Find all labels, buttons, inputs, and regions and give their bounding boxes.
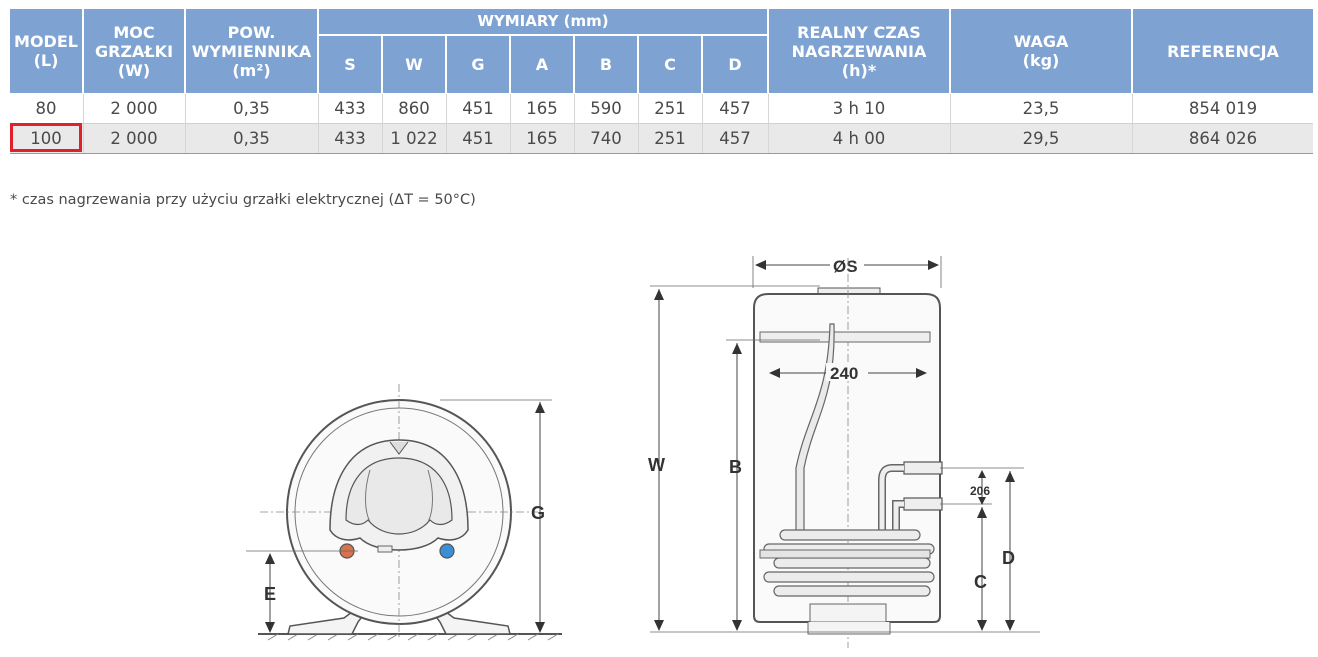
footnote: * czas nagrzewania przy użyciu grzałki e… <box>10 192 476 208</box>
header-dim-g: G <box>447 36 509 93</box>
cell-power: 2 000 <box>110 129 158 148</box>
header-dim-d: D <box>703 36 767 93</box>
header-model: MODEL (L) <box>10 9 82 93</box>
header-dim-a: A <box>511 36 573 93</box>
column-divider <box>382 94 383 153</box>
cell-dims-0: 433 <box>334 99 366 118</box>
cell-exchanger: 0,35 <box>233 129 270 148</box>
cell-reference: 864 026 <box>1188 129 1258 148</box>
column-divider <box>446 94 447 153</box>
column-divider <box>950 94 951 153</box>
column-divider <box>702 94 703 153</box>
cell-dims-2: 451 <box>462 129 494 148</box>
header-dim-s: S <box>319 36 381 93</box>
header-dimensions-group: WYMIARY (mm) <box>319 9 767 34</box>
header-weight: WAGA (kg) <box>951 9 1131 93</box>
label-s: ØS <box>833 257 858 276</box>
cell-dims-1: 860 <box>398 99 430 118</box>
label-240: 240 <box>830 364 858 383</box>
cell-dims-6: 457 <box>719 129 751 148</box>
column-divider <box>638 94 639 153</box>
cell-weight: 29,5 <box>1022 129 1060 148</box>
label-b: B <box>729 457 742 477</box>
label-e: E <box>264 584 276 604</box>
cell-model: 100 <box>30 129 62 148</box>
label-d: D <box>1002 548 1015 568</box>
column-divider <box>768 94 769 153</box>
header-reference: REFERENCJA <box>1133 9 1313 93</box>
header-dim-w: W <box>383 36 445 93</box>
column-divider <box>510 94 511 153</box>
header-exchanger: POW. WYMIENNIKA (m²) <box>186 9 317 93</box>
label-206: 206 <box>970 484 990 498</box>
column-divider <box>318 94 319 153</box>
label-g: G <box>531 503 545 523</box>
front-view-diagram: E G <box>246 384 562 641</box>
header-dim-c: C <box>639 36 701 93</box>
cell-weight: 23,5 <box>1022 99 1060 118</box>
cell-dims-2: 451 <box>462 99 494 118</box>
column-divider <box>574 94 575 153</box>
header-power: MOC GRZAŁKI (W) <box>84 9 184 93</box>
cell-power: 2 000 <box>110 99 158 118</box>
label-c: C <box>974 572 987 592</box>
cell-dims-0: 433 <box>334 129 366 148</box>
cell-dims-1: 1 022 <box>390 129 438 148</box>
cell-heating: 3 h 10 <box>832 99 886 118</box>
column-divider <box>185 94 186 153</box>
cell-dims-3: 165 <box>526 129 558 148</box>
cell-dims-4: 590 <box>590 99 622 118</box>
side-view-diagram: ØS 240 W B 206 C <box>648 256 1040 648</box>
column-divider <box>1132 94 1133 153</box>
header-heating-time: REALNY CZAS NAGRZEWANIA (h)* <box>769 9 949 93</box>
cell-exchanger: 0,35 <box>233 99 270 118</box>
cell-dims-4: 740 <box>590 129 622 148</box>
column-divider <box>83 94 84 153</box>
cell-dims-6: 457 <box>719 99 751 118</box>
cell-model: 80 <box>35 99 57 118</box>
header-dim-b: B <box>575 36 637 93</box>
cell-reference: 854 019 <box>1188 99 1258 118</box>
table-row <box>10 124 1313 154</box>
cell-dims-3: 165 <box>526 99 558 118</box>
label-w: W <box>648 455 665 475</box>
cell-heating: 4 h 00 <box>832 129 886 148</box>
highlight-box <box>10 123 82 152</box>
table-row <box>10 94 1313 124</box>
cell-dims-5: 251 <box>654 129 686 148</box>
cell-dims-5: 251 <box>654 99 686 118</box>
